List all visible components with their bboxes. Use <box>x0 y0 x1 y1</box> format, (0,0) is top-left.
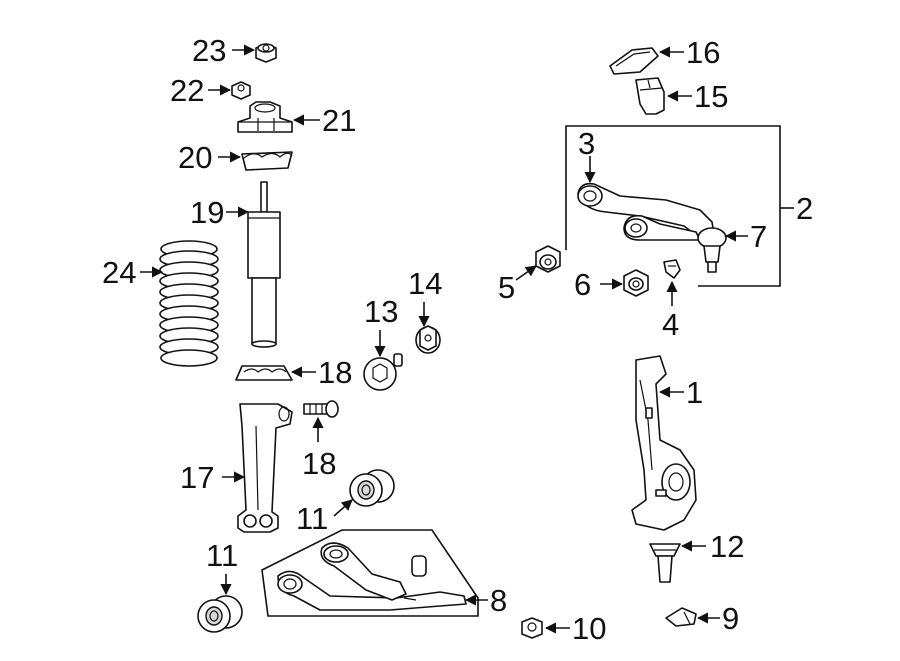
callout-11-upper: 11 <box>296 501 328 536</box>
callout-3: 3 <box>578 126 595 161</box>
callout-9: 9 <box>722 601 739 636</box>
part-4-clip <box>663 259 681 279</box>
part-12-ball-joint <box>649 543 681 583</box>
part-1-steering-knuckle <box>631 355 697 531</box>
leader-5 <box>515 265 537 281</box>
callout-17: 17 <box>180 460 214 495</box>
part-7-upper-ball-joint <box>697 227 727 273</box>
callout-13: 13 <box>364 294 398 329</box>
part-6-nut <box>623 269 649 297</box>
part-22-nut <box>231 81 251 100</box>
part-9-clip <box>665 607 697 627</box>
callout-14: 14 <box>408 266 442 301</box>
callout-16: 16 <box>686 35 720 70</box>
part-19-shock-absorber <box>247 181 281 348</box>
part-21-upper-mount <box>237 101 293 133</box>
callout-8: 8 <box>490 583 507 618</box>
callout-23: 23 <box>192 33 226 68</box>
callout-18-lower: 18 <box>302 446 336 481</box>
callout-15: 15 <box>694 79 728 114</box>
callout-11-lower: 11 <box>206 538 238 573</box>
part-11-bushing-upper <box>349 469 395 507</box>
part-24-coil-spring <box>159 240 219 367</box>
callout-21: 21 <box>322 103 356 138</box>
callout-10: 10 <box>572 611 606 646</box>
part-16-bump-stop-cap <box>609 47 659 75</box>
part-13-cam-bolt <box>363 353 403 391</box>
callout-1: 1 <box>686 375 703 410</box>
callout-18-upper: 18 <box>318 355 352 390</box>
callout-2: 2 <box>796 191 813 226</box>
part-20-upper-isolator <box>241 151 293 171</box>
callout-24: 24 <box>102 255 136 290</box>
callout-20: 20 <box>178 140 212 175</box>
callout-4: 4 <box>662 307 679 342</box>
part-8-lower-control-arm <box>261 529 479 617</box>
callout-12: 12 <box>710 529 744 564</box>
part-2-assembly-box <box>565 125 781 287</box>
leader-11-upper <box>333 499 353 517</box>
part-17-stabilizer-link <box>237 403 293 533</box>
part-11-bushing-lower <box>197 595 243 633</box>
callout-19: 19 <box>190 195 224 230</box>
part-10-nut <box>521 617 543 639</box>
part-18-lower-isolator <box>235 365 293 381</box>
part-14-flange-nut <box>415 325 441 354</box>
part-2-upper-control-arm <box>577 182 715 241</box>
part-5-nut <box>535 245 561 273</box>
callout-6: 6 <box>574 267 591 302</box>
callout-5: 5 <box>498 270 515 305</box>
part-15-bump-stop <box>635 77 665 115</box>
part-18-bolt <box>303 400 339 418</box>
callout-7: 7 <box>750 219 767 254</box>
part-23-nut <box>255 43 277 63</box>
callout-22: 22 <box>170 73 204 108</box>
